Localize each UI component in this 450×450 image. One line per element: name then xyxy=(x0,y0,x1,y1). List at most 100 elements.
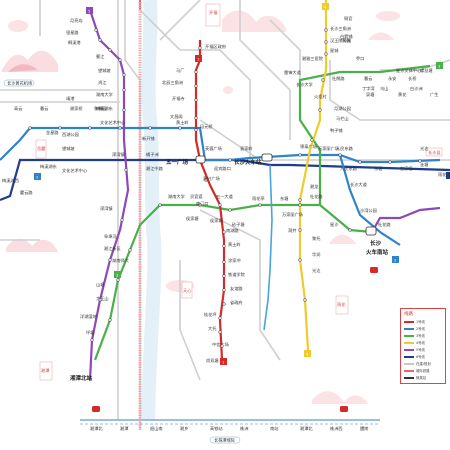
station-dot[interactable] xyxy=(338,153,342,157)
station-label[interactable]: 白沙洲 xyxy=(410,85,423,92)
station-dot[interactable] xyxy=(222,260,226,264)
station-dot[interactable] xyxy=(298,198,302,202)
station-label[interactable]: 高云 xyxy=(14,105,22,112)
station-dot[interactable] xyxy=(228,208,232,212)
station-label[interactable]: 星沙 xyxy=(330,222,339,227)
station-dot[interactable] xyxy=(198,203,202,207)
station-label[interactable]: 白箬铺 xyxy=(340,33,353,40)
station-label[interactable]: 溁湾镇 xyxy=(112,151,125,158)
station-label[interactable]: 文昌阁 xyxy=(170,113,183,120)
station-label[interactable]: 和馨园 xyxy=(94,105,107,112)
station-label[interactable]: 黄土岭 xyxy=(228,241,241,248)
station-dot[interactable] xyxy=(28,126,32,130)
station-label[interactable]: 左家塘 xyxy=(400,165,413,172)
station-dot[interactable] xyxy=(158,203,162,207)
station-dot[interactable] xyxy=(222,244,226,248)
station-dot[interactable] xyxy=(310,138,314,142)
station-label[interactable]: 黄花 xyxy=(398,91,406,98)
station-dot[interactable] xyxy=(122,108,126,112)
station-label[interactable]: 靖港 xyxy=(66,95,75,102)
station-label[interactable]: 沙湾公园 xyxy=(360,207,377,214)
station-label[interactable]: 铁道学院 xyxy=(228,271,246,278)
station-label[interactable]: 梅溪湖东 xyxy=(96,105,113,112)
station-dot[interactable] xyxy=(88,126,92,130)
station-label[interactable]: 文化艺术中心 xyxy=(62,167,88,174)
station-label[interactable]: 溁湾镇 xyxy=(100,205,113,212)
station-label[interactable]: 阜埠河 xyxy=(104,233,117,240)
station-label[interactable]: 鸭子铺 xyxy=(330,127,343,134)
station-dot[interactable] xyxy=(321,78,325,82)
station-dot[interactable] xyxy=(228,158,232,162)
station-label[interactable]: 人民东路 xyxy=(340,165,358,172)
station-dot[interactable] xyxy=(98,298,102,302)
station-label[interactable]: 万家丽广场 xyxy=(282,211,303,218)
station-dot[interactable] xyxy=(324,28,328,32)
station-dot[interactable] xyxy=(418,159,422,163)
station-label[interactable]: 梅溪湖东 xyxy=(40,163,57,170)
bottom-station-label[interactable]: 湘潭北 xyxy=(300,425,313,432)
station-label[interactable]: 开福区政府 xyxy=(205,43,226,50)
station-label[interactable]: 长沙大道 xyxy=(350,181,368,188)
station-label[interactable]: 桂花坪 xyxy=(204,311,217,318)
station-label[interactable]: 月亮岛 xyxy=(70,17,83,24)
station-dot[interactable] xyxy=(220,344,224,348)
station-dot[interactable] xyxy=(348,228,352,232)
station-label[interactable]: 望城坡 xyxy=(62,145,75,152)
station-label[interactable]: 万家丽广场 xyxy=(318,145,339,152)
station-label[interactable]: 芙蓉广场 xyxy=(205,145,222,152)
station-label[interactable]: 友谊路 xyxy=(230,285,243,292)
station-label[interactable]: 锦泰广场 xyxy=(300,143,317,150)
station-dot[interactable] xyxy=(116,278,120,282)
station-dot[interactable] xyxy=(194,116,198,120)
station-dot[interactable] xyxy=(108,48,112,52)
bottom-station-label[interactable]: 湘潭 xyxy=(120,425,128,432)
station-label[interactable]: 侯家塘 xyxy=(186,215,199,222)
station-dot[interactable] xyxy=(128,248,132,252)
station-dot[interactable] xyxy=(222,230,226,234)
station-label[interactable]: 砂子塘 xyxy=(232,221,245,228)
station-label[interactable]: 新开铺 xyxy=(142,135,155,142)
station-dot[interactable] xyxy=(222,274,226,278)
station-label[interactable]: 黄兴广场 xyxy=(203,175,220,182)
station-label[interactable]: 袁家岭 xyxy=(240,145,253,152)
station-dot[interactable] xyxy=(178,126,182,130)
station-label[interactable]: 银星路 xyxy=(66,29,79,36)
station-dot[interactable] xyxy=(198,46,202,50)
station-label[interactable]: 洞井 xyxy=(288,227,296,234)
station-label[interactable]: 湘江新区 xyxy=(104,245,121,252)
station-dot[interactable] xyxy=(122,88,126,92)
station-label[interactable]: 丁字湾 xyxy=(362,85,375,92)
station-label[interactable]: 灵官渡 xyxy=(190,193,203,200)
station-label[interactable]: 长桥 xyxy=(408,75,417,82)
station-label[interactable]: 火炬村 xyxy=(314,93,327,100)
station-dot[interactable] xyxy=(194,84,198,88)
station-label[interactable]: 橘子洲 xyxy=(146,151,159,157)
transfer-station-south[interactable] xyxy=(365,226,377,236)
station-label[interactable]: 北辰三角洲 xyxy=(162,79,183,86)
station-label[interactable]: 湘雅三医院 xyxy=(302,55,324,62)
station-label[interactable]: 湖南师大 xyxy=(112,257,129,264)
station-label[interactable]: 杜鹃路 xyxy=(332,75,345,82)
bottom-station-label[interactable]: 湘乡 xyxy=(180,425,188,432)
station-label[interactable]: 铜官 xyxy=(344,15,352,22)
station-dot[interactable] xyxy=(194,128,198,132)
station-label[interactable]: 五一大道 xyxy=(216,193,234,200)
station-label[interactable]: 湖南大学 xyxy=(96,91,113,98)
station-label[interactable]: 金星路 xyxy=(46,129,59,136)
station-dot[interactable] xyxy=(218,316,222,320)
station-dot[interactable] xyxy=(124,168,128,172)
station-dot[interactable] xyxy=(388,160,392,164)
station-dot[interactable] xyxy=(222,288,226,292)
station-label[interactable]: 文化艺术中心 xyxy=(100,119,126,126)
station-label[interactable]: 洋湖湿地 xyxy=(80,313,98,320)
station-label[interactable]: 杜花路 xyxy=(310,193,323,200)
station-label[interactable]: 黄梅 xyxy=(342,37,350,44)
station-dot[interactable] xyxy=(222,302,226,306)
station-dot[interactable] xyxy=(194,70,198,74)
station-label[interactable]: 迎宾路口 xyxy=(214,165,231,172)
station-label[interactable]: 望城坡 xyxy=(98,67,111,74)
station-label[interactable]: 雨花亭 xyxy=(252,195,265,202)
station-dot[interactable] xyxy=(298,203,302,207)
station-dot[interactable] xyxy=(90,338,94,342)
station-dot[interactable] xyxy=(324,40,328,44)
